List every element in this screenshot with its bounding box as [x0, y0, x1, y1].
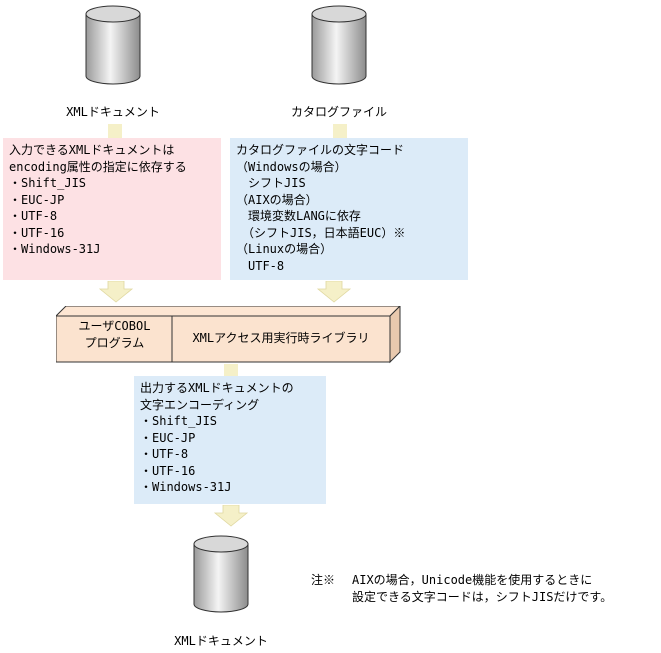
catalog-box-line: （Windowsの場合）: [236, 159, 347, 174]
connector-stub: [224, 364, 238, 376]
connector-stub: [333, 124, 347, 138]
output-box-line: 文字エンコーディング: [140, 397, 260, 412]
program-block: [56, 306, 401, 364]
output-box-line: ・UTF-16: [140, 463, 196, 478]
output-xml-cylinder-icon: [193, 535, 249, 613]
input-box-line: ・EUC-JP: [9, 192, 65, 207]
catalog-box-line: （AIXの場合）: [236, 192, 318, 207]
output-box-line: ・UTF-8: [140, 447, 189, 461]
output-box-line: ・Windows-31J: [140, 480, 232, 494]
down-arrow-icon: [98, 281, 134, 303]
user-program-line1: ユーザCOBOL: [78, 319, 151, 333]
output-box-line: ・Shift_JIS: [140, 414, 218, 428]
catalog-file-cylinder-icon: [311, 5, 367, 85]
runtime-library-label: XMLアクセス用実行時ライブラリ: [192, 331, 370, 345]
input-box-line: ・Windows-31J: [9, 242, 101, 256]
connector-stub: [108, 124, 122, 138]
catalog-box-line: （Linuxの場合）: [236, 242, 333, 256]
catalog-box-line: （シフトJIS，日本語EUC）※: [236, 225, 406, 240]
catalog-encoding-box: カタログファイルの文字コード （Windowsの場合） シフトJIS （AIXの…: [230, 138, 468, 280]
footnote-marker: 注※: [311, 573, 336, 587]
user-program-line2: プログラム: [84, 336, 145, 350]
output-box-line: ・EUC-JP: [140, 430, 196, 445]
top-right-cylinder-label: カタログファイル: [290, 105, 387, 119]
bottom-cylinder-label: XMLドキュメント: [174, 634, 268, 648]
footnote-line2: 設定できる文字コードは，シフトJISだけです。: [352, 590, 613, 604]
output-encoding-box: 出力するXMLドキュメントの 文字エンコーディング ・Shift_JIS ・EU…: [134, 376, 326, 504]
footnote-line1: AIXの場合，Unicode機能を使用するときに: [352, 573, 593, 587]
catalog-box-line: UTF-8: [236, 258, 285, 273]
catalog-box-line: シフトJIS: [236, 176, 306, 190]
database-cylinder-icon: [85, 5, 141, 85]
top-left-cylinder-label: XMLドキュメント: [66, 105, 160, 119]
down-arrow-icon: [213, 505, 249, 527]
input-encoding-box: 入力できるXMLドキュメントは encoding属性の指定に依存する ・Shif…: [3, 138, 221, 280]
input-box-line: ・Shift_JIS: [9, 176, 87, 190]
input-box-line: ・UTF-8: [9, 209, 58, 223]
catalog-box-line: カタログファイルの文字コード: [236, 143, 405, 157]
output-box-line: 出力するXMLドキュメントの: [140, 381, 294, 395]
user-program-label: ユーザCOBOL プログラム: [57, 318, 172, 352]
input-box-line: ・UTF-16: [9, 225, 65, 240]
input-box-line: encoding属性の指定に依存する: [9, 159, 187, 174]
catalog-box-line: 環境変数LANGに依存: [236, 209, 361, 223]
down-arrow-icon: [316, 281, 352, 303]
input-box-line: 入力できるXMLドキュメントは: [9, 143, 175, 157]
